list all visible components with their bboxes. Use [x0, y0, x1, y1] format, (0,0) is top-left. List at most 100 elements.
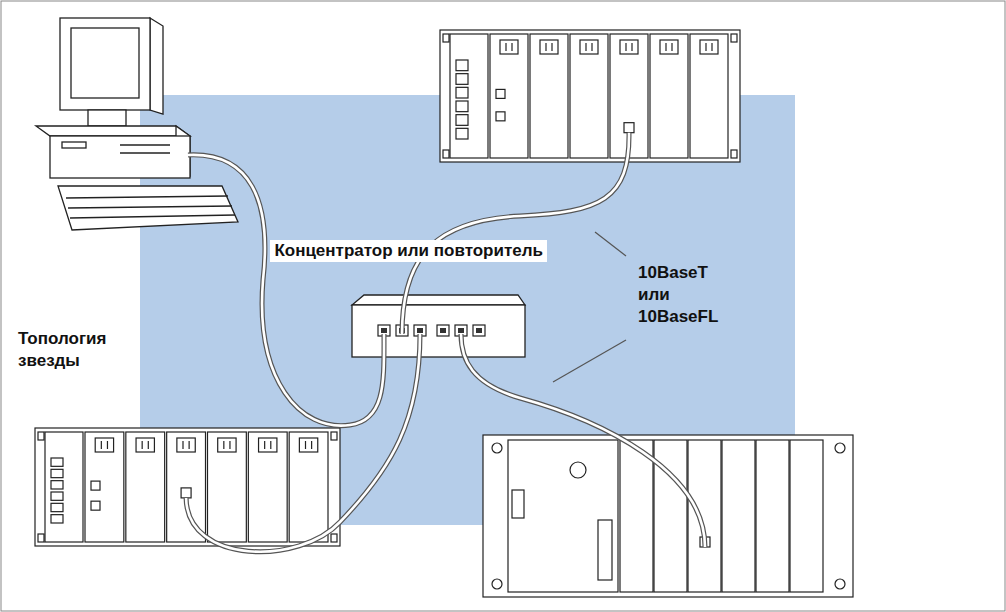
network-cable-core — [186, 334, 420, 552]
io-module — [530, 34, 568, 158]
mounting-hole — [38, 432, 44, 440]
module-mark — [311, 441, 312, 449]
module-window — [177, 438, 195, 452]
monitor-stand — [88, 110, 126, 126]
network-cable — [186, 334, 420, 552]
io-module — [790, 440, 823, 592]
terminal — [456, 115, 468, 126]
module-mark — [223, 441, 224, 449]
mounting-hole — [331, 534, 337, 542]
hub-port — [437, 325, 449, 336]
module-mark — [551, 43, 552, 51]
module-window — [259, 438, 277, 452]
module-mark — [631, 43, 632, 51]
mounting-hole — [331, 432, 337, 440]
module-mark — [545, 43, 546, 51]
hub-port-socket — [381, 328, 387, 333]
terminal — [456, 60, 468, 71]
module-mark — [264, 441, 265, 449]
drive-slot — [62, 142, 86, 148]
rack-base — [440, 30, 740, 162]
io-module — [722, 440, 755, 592]
module-mark — [511, 43, 512, 51]
network-cable-core — [461, 334, 705, 547]
module-mark — [705, 43, 706, 51]
rack-base — [35, 428, 340, 546]
keyboard-row — [68, 206, 232, 208]
io-module — [688, 440, 721, 592]
network-cables — [186, 133, 705, 552]
terminal — [51, 469, 63, 477]
module-mark — [148, 441, 149, 449]
module-mark — [229, 441, 230, 449]
hub-port — [473, 325, 485, 336]
keyboard — [58, 186, 238, 230]
indicator — [570, 462, 586, 478]
io-module — [167, 432, 206, 542]
io-module — [248, 432, 287, 542]
module-window — [500, 40, 518, 54]
terminal — [51, 492, 63, 500]
network-cable-core — [188, 155, 384, 426]
io-module — [126, 432, 165, 542]
power-supply — [45, 432, 83, 542]
hub-port-socket — [440, 328, 446, 333]
network-cable — [402, 133, 629, 334]
module-mark — [142, 441, 143, 449]
cable-type-label: 10BaseT или 10BaseFL — [638, 262, 733, 328]
io-module — [756, 440, 789, 592]
terminal — [51, 515, 63, 523]
cpu-port — [91, 501, 100, 510]
leader-line — [595, 232, 626, 256]
module-mark — [585, 43, 586, 51]
rack-base — [483, 435, 853, 597]
hub-top — [352, 295, 525, 305]
mounting-hole — [492, 579, 502, 589]
drive-slot — [120, 144, 170, 145]
drive-slot — [120, 152, 170, 153]
module-window — [700, 40, 718, 54]
module-mark — [665, 43, 666, 51]
power-supply — [508, 440, 618, 592]
module-mark — [107, 441, 108, 449]
module-mark — [671, 43, 672, 51]
terminal — [51, 458, 63, 466]
network-cable — [461, 334, 705, 547]
plc-rack — [35, 428, 340, 546]
module-mark — [189, 441, 190, 449]
io-module — [208, 432, 247, 542]
terminal — [456, 74, 468, 85]
keyboard-row — [66, 196, 228, 198]
module-window — [299, 438, 317, 452]
module-mark — [305, 441, 306, 449]
ethernet-port — [181, 488, 191, 498]
power-supply — [450, 34, 488, 158]
mounting-hole — [731, 150, 737, 158]
io-module — [490, 34, 528, 158]
plc-rack — [483, 435, 853, 597]
io-module — [289, 432, 328, 542]
computer-case — [50, 136, 190, 178]
module-mark — [591, 43, 592, 51]
slot — [598, 520, 612, 580]
cpu-port — [496, 112, 505, 121]
terminal — [51, 503, 63, 511]
mounting-hole — [835, 579, 845, 589]
hub-port-socket — [458, 328, 464, 333]
module-window — [580, 40, 598, 54]
io-module — [620, 440, 653, 592]
hub-body — [352, 305, 525, 357]
computer — [36, 18, 238, 230]
module-mark — [625, 43, 626, 51]
module-mark — [270, 441, 271, 449]
network-cable — [188, 155, 384, 426]
hub-port-socket — [476, 328, 482, 333]
leader-lines — [553, 232, 626, 382]
io-module — [570, 34, 608, 158]
module-mark — [182, 441, 183, 449]
computer-top — [36, 126, 190, 136]
network-cable-core — [402, 133, 629, 334]
